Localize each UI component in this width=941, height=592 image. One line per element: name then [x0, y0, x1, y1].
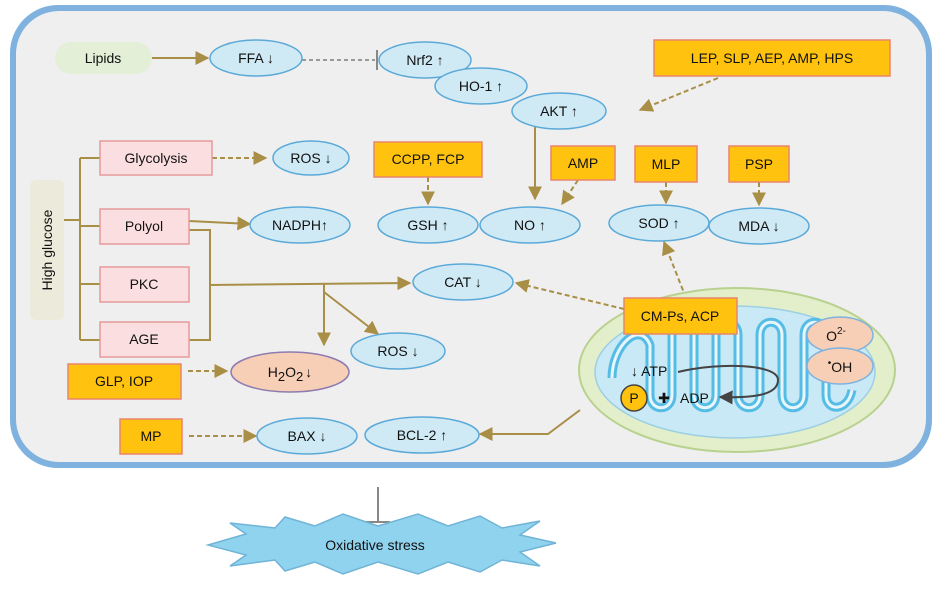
arrow-to-ros-mid — [323, 291, 380, 335]
superoxide-label: O2- — [826, 326, 846, 344]
oxidative-stress-burst — [205, 513, 557, 575]
atp-label: ↓ ATP — [631, 363, 667, 379]
ros-top-node — [272, 140, 350, 176]
ros-mid-label: ROS ↓ — [377, 343, 418, 359]
polyol-label: Polyol — [125, 218, 163, 234]
oxidative-stress-label: Oxidative stress — [325, 537, 425, 553]
no-node — [479, 206, 581, 244]
mlp-label: MLP — [652, 156, 681, 172]
ffa-node — [209, 39, 303, 77]
psp-label: PSP — [745, 156, 773, 172]
hydroxyl-label: •OH — [828, 358, 853, 375]
ho1-node — [434, 67, 528, 105]
pkc-label: PKC — [130, 276, 159, 292]
no-label: NO ↑ — [514, 217, 546, 233]
amp-node — [550, 145, 616, 181]
polyol-node — [99, 208, 190, 245]
cmps-acp-node — [623, 297, 738, 335]
cat-node — [412, 263, 514, 301]
arrow-lep-akt — [638, 77, 719, 112]
phosphate-node — [620, 384, 648, 412]
gsh-label: GSH ↑ — [407, 217, 448, 233]
plus-icon: ✚ — [658, 390, 670, 406]
cat-label: CAT ↓ — [444, 274, 482, 290]
bcl2-label: BCL-2 ↑ — [397, 427, 448, 443]
lep-slp-aep-amp-hps-node — [653, 39, 891, 77]
age-node — [99, 321, 190, 358]
mlp-node — [634, 145, 698, 183]
glp-iop-label: GLP, IOP — [95, 373, 153, 389]
bax-node — [256, 417, 358, 455]
connectors — [64, 50, 766, 443]
atp-adp-cycle-arrow — [677, 364, 780, 405]
mp-node — [119, 418, 183, 455]
gsh-node — [377, 206, 479, 244]
arrow-amp-no — [561, 179, 579, 206]
h2o2-label: H2O2↓ — [268, 364, 312, 384]
arrow-cmps-cat — [514, 279, 625, 310]
glycolysis-label: Glycolysis — [124, 150, 187, 166]
pkc-node — [99, 266, 190, 303]
ccpp-fcp-label: CCPP, FCP — [392, 151, 465, 167]
ho1-label: HO-1 ↑ — [459, 78, 503, 94]
arrow-polyol-nadph — [188, 216, 252, 231]
high-glucose-node — [30, 180, 64, 320]
arrow-bracket-cat — [209, 276, 412, 291]
akt-label: AKT ↑ — [540, 103, 578, 119]
ffa-label: FFA ↓ — [238, 50, 274, 66]
ros-mid-node — [350, 332, 446, 370]
amp-label: AMP — [568, 155, 598, 171]
mp-label: MP — [141, 428, 162, 444]
nadph-label: NADPH↑ — [272, 217, 328, 233]
lipids-label: Lipids — [85, 50, 122, 66]
lipids-node — [55, 42, 152, 74]
phosphate-label: P — [629, 390, 638, 406]
ros-top-label: ROS ↓ — [290, 150, 331, 166]
bax-label: BAX ↓ — [288, 428, 327, 444]
nrf2-node — [378, 41, 472, 79]
akt-node — [511, 92, 607, 130]
h2o2-node — [230, 351, 350, 393]
arrow-cmps-sod — [662, 240, 687, 299]
psp-node — [728, 145, 790, 183]
adp-label: ADP — [680, 390, 709, 406]
glycolysis-node — [99, 140, 213, 176]
nadph-node — [249, 206, 351, 244]
mda-label: MDA ↓ — [738, 218, 779, 234]
nrf2-label: Nrf2 ↑ — [406, 52, 443, 68]
age-label: AGE — [129, 331, 159, 347]
mda-node — [708, 207, 810, 245]
glp-iop-node — [67, 363, 182, 400]
hydroxyl-node — [806, 347, 874, 385]
ccpp-fcp-node — [373, 141, 483, 178]
high-glucose-label: High glucose — [39, 209, 55, 290]
arrow-mito-bcl2 — [478, 409, 581, 441]
cmps-acp-label: CM-Ps, ACP — [641, 308, 720, 324]
bcl2-node — [364, 416, 480, 454]
sod-label: SOD ↑ — [638, 215, 679, 231]
lep-group-label: LEP, SLP, AEP, AMP, HPS — [691, 50, 853, 66]
mito-cristae-core — [610, 320, 854, 410]
